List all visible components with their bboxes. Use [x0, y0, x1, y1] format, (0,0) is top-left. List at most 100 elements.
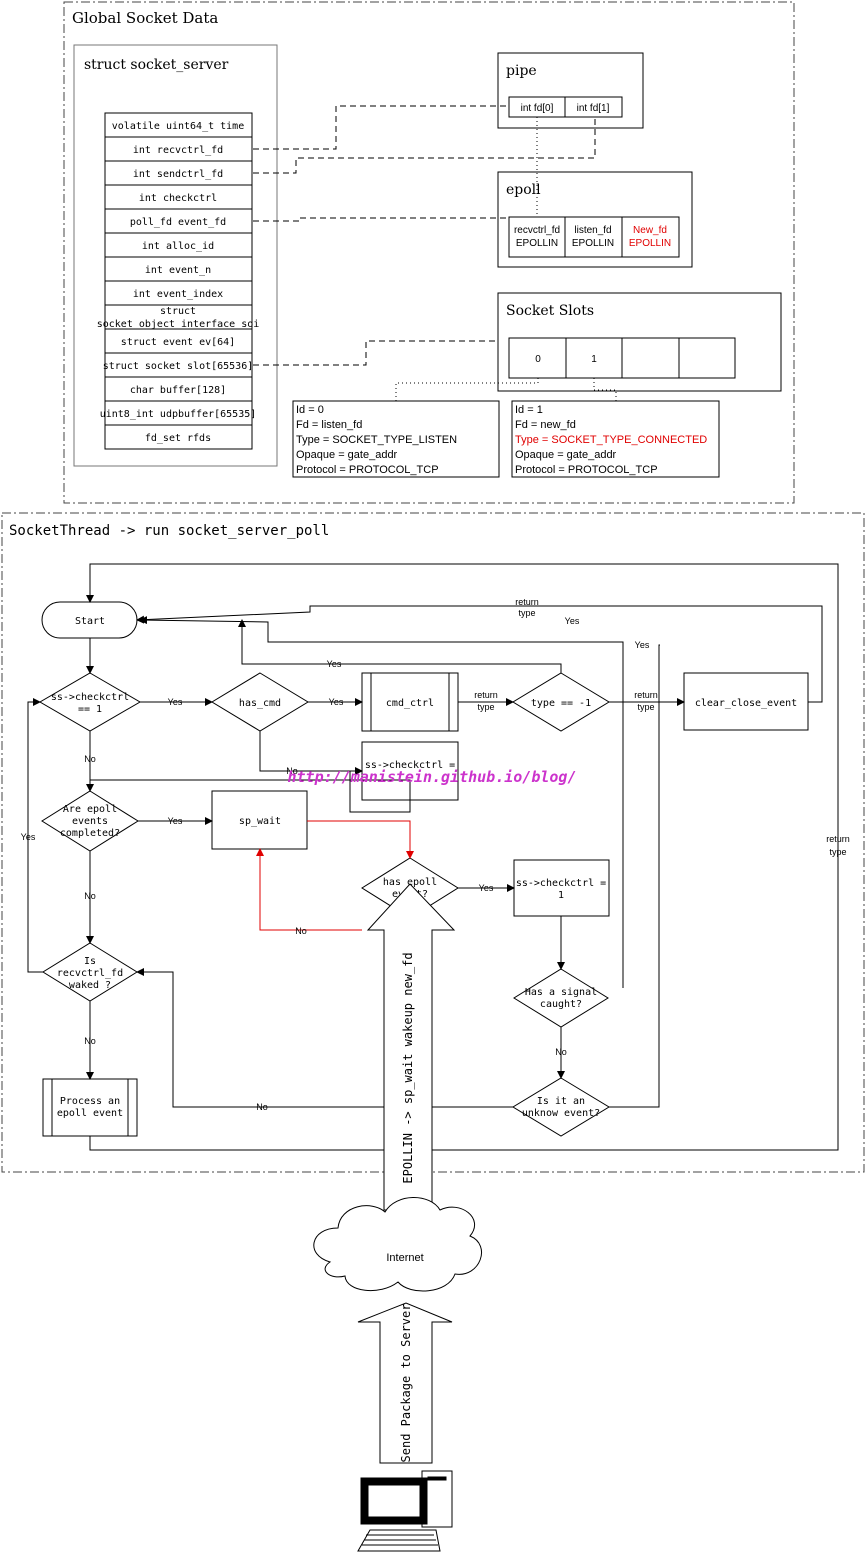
struct-field: int checkctrl — [139, 193, 217, 204]
process-epoll-event-node — [42, 1078, 138, 1137]
global-socket-frame — [63, 1, 795, 504]
struct-field: int recvctrl_fd — [133, 145, 223, 156]
no-label: No — [295, 926, 307, 936]
recv-label: waked ? — [69, 980, 111, 991]
slot1-line: Protocol = PROTOCOL_TCP — [515, 464, 658, 476]
watermark: http://manistein.github.io/blog/ — [288, 768, 577, 786]
return-type-label: return — [826, 834, 850, 844]
struct-field: struct socket slot[65536] — [103, 361, 254, 372]
yes-label: Yes — [327, 659, 342, 669]
struct-field: int event_index — [133, 289, 223, 300]
return-type-label: return — [634, 690, 658, 700]
struct-title: struct socket_server — [84, 57, 229, 73]
return-type-label: return — [515, 597, 539, 607]
return-type-label: return — [474, 690, 498, 700]
return-type-label: type — [518, 608, 535, 618]
socket-slots-box — [497, 292, 782, 392]
signal-label: Has a signal — [525, 987, 597, 998]
clear-close-event-node — [683, 672, 809, 731]
no-label: No — [256, 1102, 268, 1112]
unknown-label: unknow event? — [522, 1108, 600, 1119]
signal-label: caught? — [540, 999, 582, 1010]
slot1-line: Type = SOCKET_TYPE_CONNECTED — [515, 434, 707, 446]
yes-label: Yes — [168, 816, 183, 826]
start-label: Start — [75, 616, 105, 627]
set-checkctrl0-label: ss->checkctrl = — [365, 760, 455, 771]
internet-label: Internet — [386, 1252, 423, 1264]
return-type-label: type — [477, 702, 494, 712]
slot0-line: Opaque = gate_addr — [296, 449, 398, 461]
struct-field: struct — [160, 306, 196, 317]
slot0-line: Id = 0 — [296, 404, 324, 416]
epoll-completed-label: Are epoll — [63, 804, 117, 815]
pipe-box — [497, 52, 644, 129]
socket-slots-title: Socket Slots — [506, 303, 594, 319]
send-package-arrow — [357, 1302, 453, 1464]
yes-label: Yes — [565, 616, 580, 626]
yes-label: Yes — [635, 640, 650, 650]
slot-index-0: 0 — [535, 354, 541, 365]
unknown-event-decision — [512, 1077, 610, 1137]
pipe-fd0: int fd[0] — [521, 103, 554, 114]
no-label: No — [84, 1036, 96, 1046]
recv-label: Is — [84, 956, 96, 967]
set-checkctrl1-label: 1 — [558, 890, 564, 901]
slot1-line: Fd = new_fd — [515, 419, 576, 431]
checkctrl-label: == 1 — [78, 704, 102, 715]
epoll-title: epoll — [506, 182, 541, 198]
slot1-line: Opaque = gate_addr — [515, 449, 617, 461]
no-label: No — [84, 754, 96, 764]
slot0-line: Protocol = PROTOCOL_TCP — [296, 464, 439, 476]
checkctrl-label: ss->checkctrl — [51, 692, 129, 703]
epoll-listen-fd: listen_fd — [574, 225, 611, 236]
flow-connectors — [27, 563, 839, 1151]
epoll-completed-label: completed? — [60, 828, 120, 839]
epollin-arrow — [366, 883, 456, 1211]
struct-fields — [104, 112, 253, 450]
set-checkctrl1-label: ss->checkctrl = — [516, 878, 606, 889]
struct-socket-server-box — [73, 44, 278, 467]
epoll-completed-label: events — [72, 816, 108, 827]
socket-thread-title: SocketThread -> run socket_server_poll — [9, 523, 329, 539]
struct-field: int sendctrl_fd — [133, 169, 223, 180]
slot0-line: Type = SOCKET_TYPE_LISTEN — [296, 434, 457, 446]
cmd-ctrl-label: cmd_ctrl — [386, 698, 434, 709]
struct-field: uint8_int udpbuffer[65535] — [100, 409, 257, 420]
socket-thread-frame — [1, 512, 865, 1173]
global-dotted-connectors — [395, 117, 617, 401]
epoll-new-ev: EPOLLIN — [629, 238, 671, 249]
clear-close-label: clear_close_event — [695, 698, 797, 709]
sp-wait-label: sp_wait — [239, 816, 281, 827]
epoll-new-fd: New_fd — [633, 225, 667, 236]
slot0-line: Fd = listen_fd — [296, 419, 362, 431]
return-type-label: type — [829, 847, 846, 857]
type-decision — [512, 672, 610, 732]
unknown-label: Is it an — [537, 1096, 585, 1107]
struct-field: int event_n — [145, 265, 211, 276]
pipe-fd1: int fd[1] — [577, 103, 610, 114]
no-label: No — [84, 891, 96, 901]
process-label: Process an — [60, 1096, 120, 1107]
struct-field: volatile uint64_t time — [112, 121, 244, 132]
no-label: No — [286, 766, 298, 776]
struct-field: socket_object_interface soi — [97, 319, 260, 330]
computer-icon — [357, 1470, 453, 1552]
global-socket-title: Global Socket Data — [72, 9, 218, 27]
pipe-title: pipe — [506, 63, 537, 79]
struct-field: int alloc_id — [142, 241, 214, 252]
epoll-listen-ev: EPOLLIN — [572, 238, 614, 249]
recv-label: recvctrl_fd — [57, 968, 123, 979]
internet-cloud — [313, 1197, 482, 1292]
yes-label: Yes — [168, 697, 183, 707]
struct-field: struct event ev[64] — [121, 337, 235, 348]
return-type-label: type — [637, 702, 654, 712]
slot-index-1: 1 — [591, 354, 597, 365]
sp-wait-loop — [256, 820, 414, 931]
has-cmd-label: has_cmd — [239, 698, 281, 709]
epoll-box — [497, 171, 693, 268]
epollin-arrow-label: EPOLLIN -> sp_wait wakeup new_fd — [401, 952, 415, 1183]
yes-label: Yes — [479, 883, 494, 893]
struct-field: char buffer[128] — [130, 385, 226, 396]
epoll-cells — [508, 216, 680, 258]
struct-field: poll_fd event_fd — [130, 217, 226, 228]
